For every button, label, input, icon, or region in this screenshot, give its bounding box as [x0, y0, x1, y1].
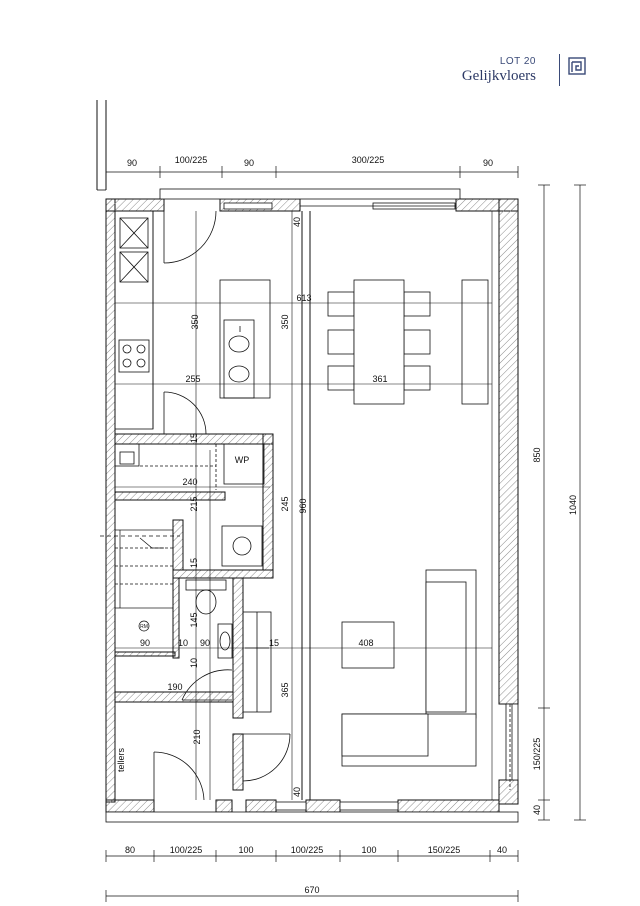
- bottom-windows: [105, 801, 519, 823]
- dim-145: 145: [189, 612, 199, 627]
- kitchen-island: [219, 279, 271, 399]
- coat-rack: [242, 611, 272, 713]
- dim-top-4: 300/225: [352, 155, 385, 165]
- dim-210: 210: [192, 729, 202, 744]
- dining-table: [327, 279, 489, 405]
- top-dimension-chain: [105, 166, 519, 178]
- dim-215: 215: [189, 496, 199, 511]
- top-windows: [159, 188, 461, 210]
- kitchen-counter: [114, 210, 154, 430]
- lot-label: LOT 20: [499, 56, 536, 67]
- dim-240: 240: [182, 477, 197, 487]
- title-block: LOT 20 Gelijkvloers: [440, 48, 620, 98]
- dim-bottom-5: 100: [361, 845, 376, 855]
- dim-right-150-225: 150/225: [532, 738, 542, 771]
- sofa: [341, 569, 477, 767]
- dim-408: 408: [358, 638, 373, 648]
- toilet: [185, 579, 233, 659]
- house-logo-icon: [568, 57, 586, 75]
- dim-350-left: 350: [190, 314, 200, 329]
- dim-15-b: 15: [189, 558, 199, 568]
- dim-top-3: 90: [244, 158, 254, 168]
- dim-190: 190: [167, 682, 182, 692]
- dim-245: 245: [280, 496, 290, 511]
- dim-total-width: 670: [304, 885, 319, 895]
- dim-10-b: 10: [189, 658, 199, 668]
- doors: [153, 210, 291, 801]
- dim-90-a: 90: [140, 638, 150, 648]
- dim-365: 365: [280, 682, 290, 697]
- label-tellers: tellers: [116, 748, 126, 773]
- dim-bottom-7: 40: [497, 845, 507, 855]
- dim-bottom-1: 80: [125, 845, 135, 855]
- dim-bottom-3: 100: [238, 845, 253, 855]
- dim-right-1040: 1040: [568, 495, 578, 515]
- dim-right-40: 40: [532, 805, 542, 815]
- label-wp: WP: [235, 455, 250, 465]
- utility-room: [114, 443, 265, 567]
- dimension-lines: [115, 211, 493, 800]
- label-rm: RM: [140, 624, 148, 630]
- dim-350-mid: 350: [280, 314, 290, 329]
- dim-40-top: 40: [292, 217, 302, 227]
- dim-613: 613: [296, 293, 311, 303]
- dim-40-bottom: 40: [292, 787, 302, 797]
- page-title: Gelijkvloers: [461, 68, 536, 84]
- dim-top-2: 100/225: [175, 155, 208, 165]
- right-dimension-chain: [538, 184, 586, 821]
- dim-15-a: 15: [189, 433, 199, 443]
- dim-960: 960: [298, 498, 308, 513]
- dim-bottom-6: 150/225: [428, 845, 461, 855]
- dim-top-1: 90: [127, 158, 137, 168]
- neighbour-wall: [96, 100, 107, 191]
- dim-361: 361: [372, 374, 387, 384]
- bottom-dimension-chain: [105, 850, 519, 902]
- right-window: [505, 703, 519, 790]
- dim-bottom-2: 100/225: [170, 845, 203, 855]
- dim-10-a: 10: [178, 638, 188, 648]
- staircase: [100, 529, 180, 609]
- dim-255: 255: [185, 374, 200, 384]
- dim-90-b: 90: [200, 638, 210, 648]
- dim-15-c: 15: [269, 638, 279, 648]
- header-divider: [559, 54, 560, 86]
- rm-marker: RM: [138, 620, 150, 632]
- dim-top-5: 90: [483, 158, 493, 168]
- dim-bottom-4: 100/225: [291, 845, 324, 855]
- dim-right-850: 850: [532, 447, 542, 462]
